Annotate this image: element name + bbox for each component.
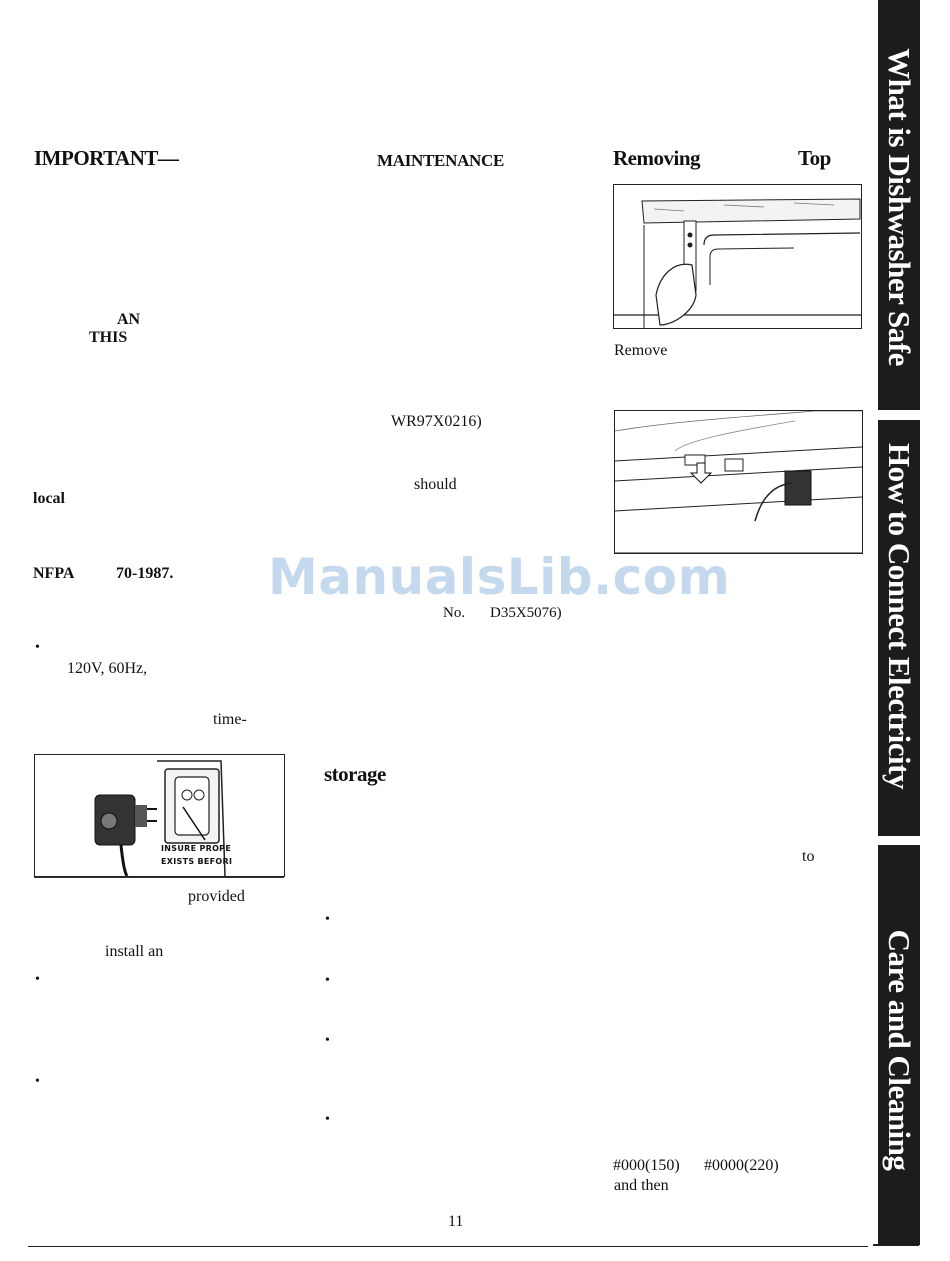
text-nfpa: NFPA <box>33 565 75 582</box>
sidebar-tab-connect-electricity[interactable] <box>878 420 920 836</box>
bullet: • <box>35 972 40 987</box>
footer-rule-end <box>873 1244 919 1246</box>
storage-heading: storage <box>324 762 386 786</box>
text-install-an: install an <box>105 943 164 960</box>
plug-illustration <box>94 760 226 876</box>
text-no: No. <box>443 605 466 621</box>
sidebar-tab-label: Care and Cleaning <box>882 929 917 1171</box>
text-should: should <box>414 476 457 493</box>
sidebar-tab-care-cleaning[interactable] <box>878 845 920 1245</box>
text-this: THIS <box>89 329 128 346</box>
bracket-illustration <box>615 411 862 553</box>
text-remove: Remove <box>614 342 668 359</box>
sidebar-tab-label: How to Connect Electricity <box>882 443 917 789</box>
text-part-d: D35X5076) <box>490 605 562 621</box>
plug-label-line1: INSURE PROPE <box>161 844 232 853</box>
text-voltage: 120V, 60Hz, <box>67 660 148 677</box>
footer-rule <box>28 1246 868 1247</box>
text-part-wr: WR97X0216) <box>391 413 482 430</box>
outlet-plug-figure <box>34 754 285 877</box>
bullet: • <box>325 973 330 988</box>
watermark: ManualsLib.com <box>268 548 731 606</box>
bullet: • <box>35 640 40 655</box>
important-heading: IMPORTANT— <box>34 146 179 170</box>
text-grit-0000: #0000(220) <box>704 1157 779 1174</box>
bullet: • <box>325 912 330 927</box>
sidebar-tab-dishwasher-safe[interactable] <box>878 0 920 410</box>
maintenance-heading: MAINTENANCE <box>377 151 505 170</box>
text-local: local <box>33 490 65 507</box>
plug-label-line2: EXISTS BEFORI <box>161 857 233 866</box>
bullet: • <box>35 1074 40 1089</box>
text-to: to <box>802 848 815 865</box>
bracket-figure <box>614 410 863 554</box>
top-removal-illustration <box>614 198 861 328</box>
bullet: • <box>325 1033 330 1048</box>
text-nfpa-code: 70-1987. <box>116 565 174 582</box>
text-provided: provided <box>188 888 245 905</box>
top-removal-figure <box>613 184 862 329</box>
sidebar-tab-label: What is Dishwasher Safe <box>882 48 917 366</box>
bullet: • <box>325 1112 330 1127</box>
top-heading: Top <box>798 146 831 170</box>
figure-rule <box>34 877 284 878</box>
text-grit-000: #000(150) <box>613 1157 680 1174</box>
text-time: time- <box>213 711 247 728</box>
text-an: AN <box>117 311 141 328</box>
removing-heading: Removing <box>613 146 701 170</box>
text-and-then: and then <box>614 1177 669 1194</box>
page-number: 11 <box>448 1213 464 1230</box>
